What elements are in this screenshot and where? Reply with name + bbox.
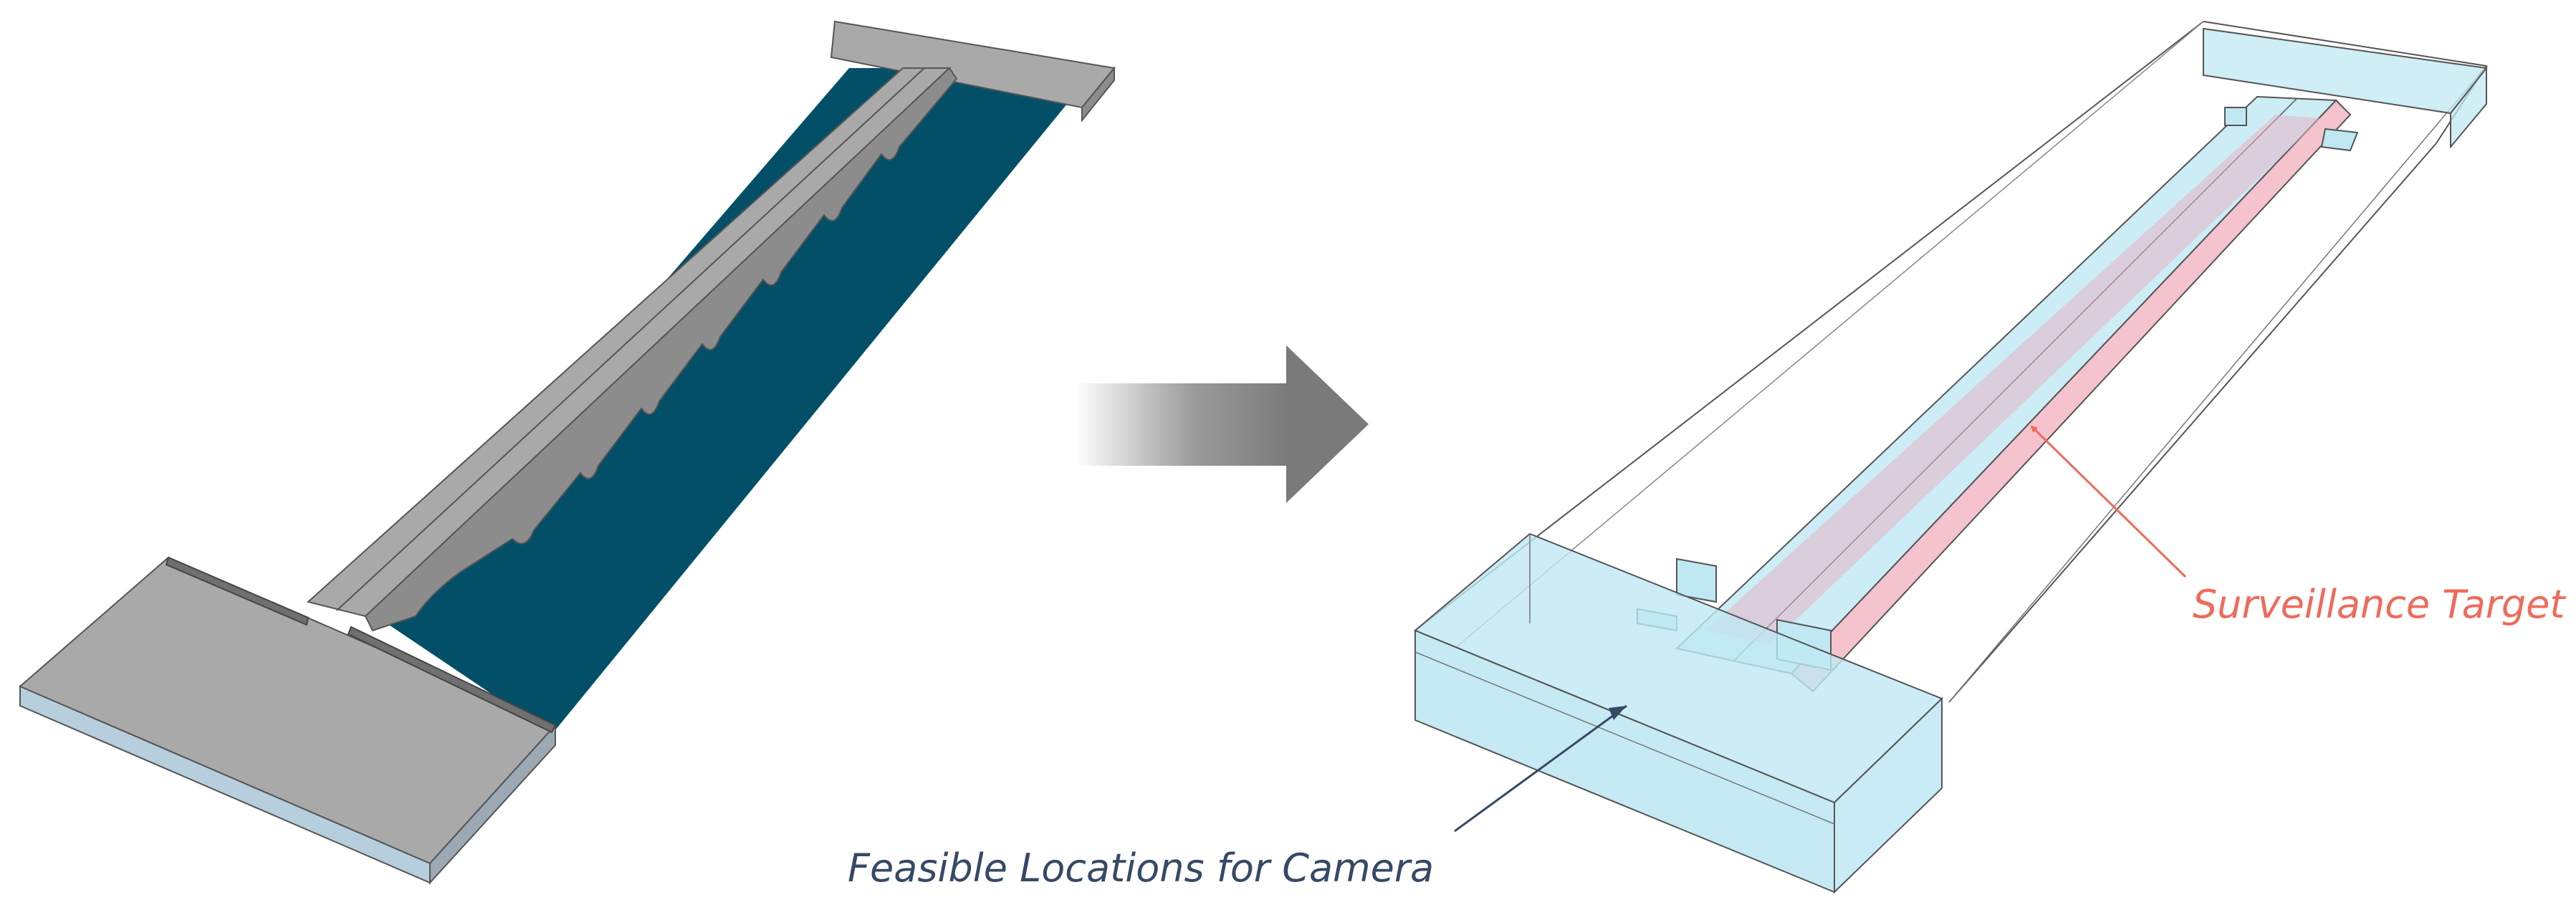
outer-wireframe-right <box>1948 143 2437 703</box>
pier-block-near-left <box>1676 557 1717 603</box>
far-region-top <box>2203 27 2488 115</box>
feasible-pointer-arrow <box>1454 704 1627 833</box>
near-parapet-left <box>165 556 310 626</box>
pier-block-far-right <box>2320 128 2359 152</box>
feasible-locations-label: Feasible Locations for Camera <box>848 845 1434 891</box>
transition-arrow <box>1075 345 1369 503</box>
water-surface <box>376 68 1096 734</box>
far-region-side <box>2450 66 2487 149</box>
target-pointer-arrow <box>2030 425 2187 578</box>
bridge-arches <box>364 67 958 632</box>
bridge-model <box>19 20 1116 885</box>
outer-wireframe-left-2 <box>1454 21 2204 649</box>
deck-edge-line <box>336 67 925 611</box>
feasible-pointer-head <box>1609 706 1627 720</box>
region-model: Surveillance Target Feasible Locations f… <box>848 21 2566 894</box>
arrow-shaft <box>1075 383 1290 466</box>
target-strip-inner <box>1705 115 2322 645</box>
near-bank-right-side <box>429 723 556 885</box>
arrow-head <box>1286 345 1369 503</box>
outer-wireframe-left <box>1414 21 2204 631</box>
outer-wireframe-right-2 <box>1948 65 2487 703</box>
pier-block-far-left <box>2224 107 2247 126</box>
near-region-side <box>1834 696 1943 894</box>
near-region-inner-line <box>1414 651 1835 825</box>
near-parapet-right <box>347 626 557 734</box>
far-bank-side <box>1081 66 1115 123</box>
surveillance-target-label: Surveillance Target <box>2193 582 2566 627</box>
